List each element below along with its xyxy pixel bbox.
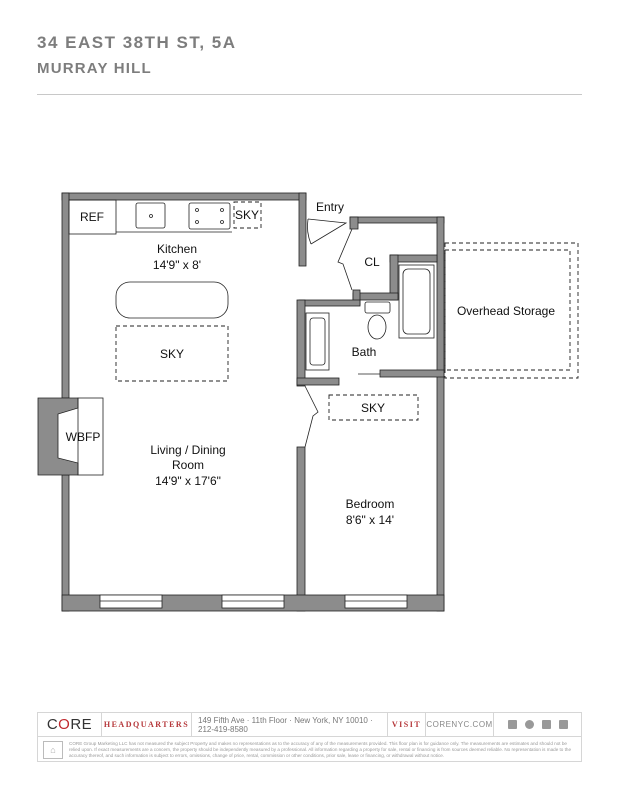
wall <box>436 216 445 612</box>
window <box>221 594 285 609</box>
wall <box>349 216 359 230</box>
skylight <box>233 201 262 229</box>
ref-label: REF <box>80 210 104 224</box>
wall <box>298 192 307 267</box>
wall <box>61 192 307 201</box>
equal-housing-icon: ⌂ <box>43 741 63 759</box>
footer: CORE HEADQUARTERS 149 Fifth Ave · 11th F… <box>37 712 582 762</box>
window <box>344 594 408 609</box>
sky-label: SKY <box>235 208 259 222</box>
refrigerator <box>68 199 117 235</box>
wall <box>61 474 70 612</box>
sink <box>135 202 166 229</box>
wall <box>349 216 445 224</box>
wall <box>61 192 70 399</box>
listing-neighborhood: MURRAY HILL <box>37 60 152 77</box>
living-dimensions: 14'9" x 17'6" <box>155 474 221 488</box>
bedroom-dimensions: 8'6" x 14' <box>346 513 394 527</box>
kitchen-dimensions: 14'9" x 8' <box>153 258 201 272</box>
wbfp-label: WBFP <box>66 430 101 444</box>
closet-label: CL <box>364 255 380 269</box>
bedroom-label: Bedroom <box>346 497 395 511</box>
core-logo: CORE <box>38 713 102 736</box>
header-divider <box>37 94 582 95</box>
wall <box>296 299 306 387</box>
skylight <box>115 325 229 382</box>
sky-label: SKY <box>160 347 184 361</box>
wall <box>298 299 361 307</box>
facebook-icon[interactable] <box>507 720 517 729</box>
kitchen-island <box>115 281 229 319</box>
bath-fixtures <box>305 264 435 375</box>
closet-door <box>337 228 353 291</box>
entry-label: Entry <box>316 200 344 214</box>
toilet-bowl <box>367 314 387 340</box>
wall <box>379 369 445 378</box>
wall <box>296 446 306 612</box>
youtube-icon[interactable] <box>558 720 568 729</box>
skylight <box>328 394 419 421</box>
bathtub <box>398 264 435 339</box>
overhead-storage-outline <box>444 242 579 379</box>
visit-label: VISIT <box>388 713 426 736</box>
website-link[interactable]: CORENYC.COM <box>426 713 494 736</box>
floor-plan: REF SKY Kitchen 14'9" x 8' SKY WBFP Livi… <box>37 192 579 612</box>
vanity-sink <box>305 312 330 371</box>
doors <box>304 218 353 448</box>
toilet-tank <box>364 301 391 314</box>
kitchen-label: Kitchen <box>157 242 197 256</box>
skylights <box>115 201 579 421</box>
disclaimer: CORE Group Marketing LLC has not measure… <box>69 741 572 758</box>
windows <box>99 594 408 609</box>
wall <box>296 377 340 386</box>
bedroom-door <box>304 385 319 448</box>
overhead-storage-label: Overhead Storage <box>457 304 555 318</box>
twitter-icon[interactable] <box>524 720 534 729</box>
headquarters-label: HEADQUARTERS <box>102 713 192 736</box>
entry-door <box>307 218 348 245</box>
range <box>188 202 231 230</box>
window <box>99 594 163 609</box>
social-links <box>494 713 581 736</box>
instagram-icon[interactable] <box>541 720 551 729</box>
headquarters-address: 149 Fifth Ave · 11th Floor · New York, N… <box>192 713 388 736</box>
kitchen-fixtures <box>68 199 232 319</box>
listing-address: 34 EAST 38TH ST, 5A <box>37 33 237 52</box>
living-label: Living / Dining <box>150 443 225 457</box>
living-label-2: Room <box>172 458 204 472</box>
sky-label: SKY <box>361 401 385 415</box>
bath-label: Bath <box>352 345 377 359</box>
